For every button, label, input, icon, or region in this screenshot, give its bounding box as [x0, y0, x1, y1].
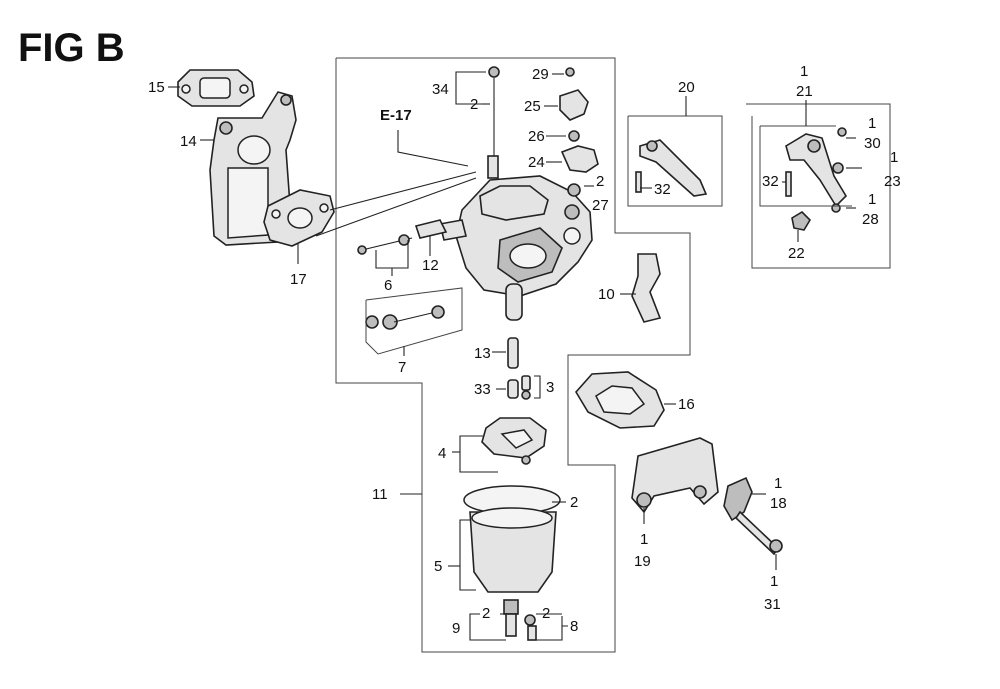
callout-34: 34	[432, 81, 449, 98]
callout-9: 9	[452, 620, 460, 637]
callout-20: 20	[678, 79, 695, 96]
screw-set-7-box	[365, 287, 463, 355]
choke-lever-20	[635, 139, 708, 197]
lever-18	[723, 476, 783, 556]
callout-1-28: 1	[868, 191, 876, 208]
gasket-16	[575, 371, 665, 429]
callout-14: 14	[180, 133, 197, 150]
callout-33: 33	[474, 381, 491, 398]
bracket-19	[631, 437, 719, 514]
callout-26: 26	[528, 128, 545, 145]
callout-17: 17	[290, 271, 307, 288]
callout-6: 6	[384, 277, 392, 294]
callout-5: 5	[434, 558, 442, 575]
jet-3	[521, 375, 531, 400]
callout-13: 13	[474, 345, 491, 362]
callout-19: 19	[634, 553, 651, 570]
callout-2-drain-a: 2	[482, 605, 490, 622]
o-ring-26	[568, 130, 580, 142]
callout-11: 11	[372, 486, 388, 503]
callout-23: 23	[884, 173, 901, 190]
callout-1-21: 1	[800, 63, 808, 80]
callout-1-30: 1	[868, 115, 876, 132]
screw-34	[487, 66, 500, 179]
cap-25	[559, 89, 589, 121]
callout-4: 4	[438, 445, 446, 462]
callout-32-b: 32	[762, 173, 779, 190]
callout-8: 8	[570, 618, 578, 635]
callout-31: 31	[764, 596, 781, 613]
callout-28: 28	[862, 211, 879, 228]
callout-12: 12	[422, 257, 439, 274]
callout-7: 7	[398, 359, 406, 376]
callout-18: 18	[770, 495, 787, 512]
main-jet-13	[507, 337, 519, 369]
callout-15: 15	[148, 79, 165, 96]
float-4	[481, 417, 547, 465]
float-10	[631, 253, 662, 323]
callout-27: 27	[592, 197, 609, 214]
callout-1-23: 1	[890, 149, 898, 166]
callout-1-19: 1	[640, 531, 648, 548]
carburetor-body	[439, 175, 593, 321]
spring-27	[567, 183, 581, 197]
jet-33	[507, 379, 519, 399]
gasket-15	[177, 69, 255, 107]
gasket-17	[263, 189, 335, 247]
callout-22: 22	[788, 245, 805, 262]
float-bowl-5	[463, 485, 561, 641]
callout-2-top: 2	[470, 96, 478, 113]
figure-title: FIG B	[18, 26, 125, 70]
callout-16: 16	[678, 396, 695, 413]
leader-lines	[168, 71, 862, 641]
pilot-screw-12	[414, 219, 448, 239]
main-assembly-outline	[335, 57, 691, 653]
screw-6	[357, 234, 413, 255]
screw-29	[565, 67, 575, 77]
callout-1-31: 1	[770, 573, 778, 590]
callout-10: 10	[598, 286, 615, 303]
callout-1-18: 1	[774, 475, 782, 492]
callout-30: 30	[864, 135, 881, 152]
callout-3: 3	[546, 379, 554, 396]
screw-set-7	[365, 305, 445, 330]
callout-21: 21	[796, 83, 813, 100]
callout-25: 25	[524, 98, 541, 115]
reference-e17-label: E-17	[380, 107, 412, 124]
throttle-lever-inner-box-2	[759, 126, 852, 207]
choke-lever-box	[627, 115, 723, 207]
throttle-lever-box	[746, 103, 891, 269]
callout-2-bowl: 2	[570, 494, 578, 511]
callout-32-a: 32	[654, 181, 671, 198]
callout-29: 29	[532, 66, 549, 83]
callout-2-drain-b: 2	[542, 605, 550, 622]
throttle-lever-21	[785, 127, 848, 231]
callout-2-27: 2	[596, 173, 604, 190]
diaphragm-24	[560, 145, 599, 173]
callout-24: 24	[528, 154, 545, 171]
